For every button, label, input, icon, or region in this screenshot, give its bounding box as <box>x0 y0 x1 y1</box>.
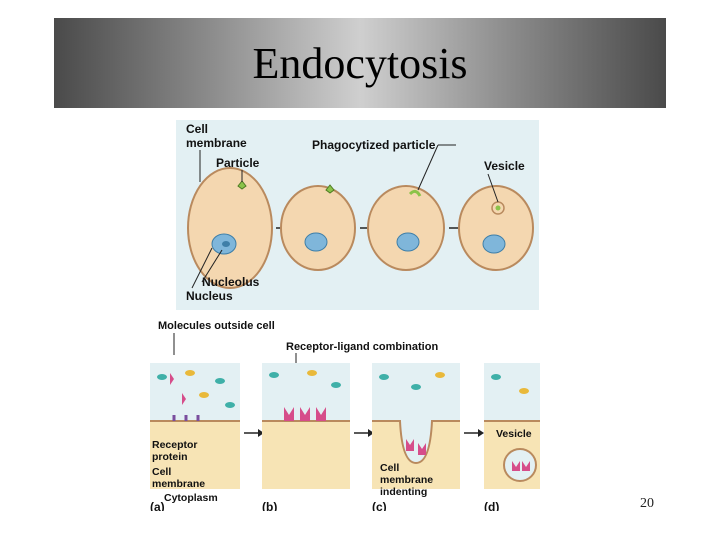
arrow-a-b-head <box>258 429 264 437</box>
leader-vesicle-top <box>487 173 499 203</box>
receptor-mediated-svg: Molecules outside cell Receptor-ligand c… <box>150 320 540 514</box>
phagocytosis-svg: Cell membrane Particle Phagocytized part… <box>186 122 534 303</box>
leader-nucleus <box>191 247 213 289</box>
vesicle-particle-4 <box>495 205 501 211</box>
cell-4 <box>458 185 534 271</box>
arrow-b-c-head <box>368 429 374 437</box>
particle-1 <box>237 180 247 190</box>
panel-label-d: (d) <box>484 500 499 511</box>
label-cytoplasm: Cytoplasm <box>164 492 218 504</box>
panel-label-b: (b) <box>262 500 277 511</box>
label-molecules-outside: Molecules outside cell <box>158 320 275 332</box>
label-receptor-ligand: Receptor-ligand combination <box>286 341 438 353</box>
slide-title: Endocytosis <box>252 38 468 88</box>
label-indent-2: membrane <box>380 474 433 486</box>
leader-phagocytized-down <box>417 144 439 191</box>
label-cell-membrane-1: Cell <box>186 122 208 136</box>
panel-label-c: (c) <box>372 500 387 511</box>
panel-b <box>262 363 350 489</box>
label-vesicle-top: Vesicle <box>484 159 525 173</box>
label-indent-1: Cell <box>380 462 399 474</box>
arrow-c-d-head <box>478 429 484 437</box>
cell-2 <box>280 185 356 271</box>
particle-3 <box>408 189 422 197</box>
panel-a <box>150 363 240 489</box>
label-receptor-2: protein <box>152 451 188 463</box>
cell-3 <box>367 185 445 271</box>
leader-nucleolus <box>201 249 223 283</box>
label-particle: Particle <box>216 156 260 170</box>
nucleus-4 <box>482 234 506 254</box>
panel-c <box>372 363 460 489</box>
nucleus-2 <box>304 232 328 252</box>
cell-1 <box>187 167 273 289</box>
label-membrane-2: membrane <box>152 478 205 490</box>
label-phagocytized-particle: Phagocytized particle <box>312 138 436 152</box>
label-cell-membrane-2: membrane <box>186 136 247 150</box>
particle-2 <box>325 184 335 194</box>
label-nucleus: Nucleus <box>186 289 233 303</box>
page-number: 20 <box>640 496 654 511</box>
label-indent-3: indenting <box>380 486 427 498</box>
label-vesicle-bottom: Vesicle <box>496 428 532 440</box>
panel-d <box>484 363 540 489</box>
label-nucleolus: Nucleolus <box>202 275 260 289</box>
nucleolus-1 <box>222 241 230 247</box>
panel-label-a: (a) <box>150 500 165 511</box>
nucleus-3 <box>396 232 420 252</box>
label-receptor-1: Receptor <box>152 439 198 451</box>
title-bar: Endocytosis <box>54 18 666 108</box>
receptor-mediated-diagram: Molecules outside cell Receptor-ligand c… <box>140 315 540 514</box>
label-membrane-1: Cell <box>152 466 171 478</box>
phagocytosis-diagram: Cell membrane Particle Phagocytized part… <box>176 120 539 310</box>
